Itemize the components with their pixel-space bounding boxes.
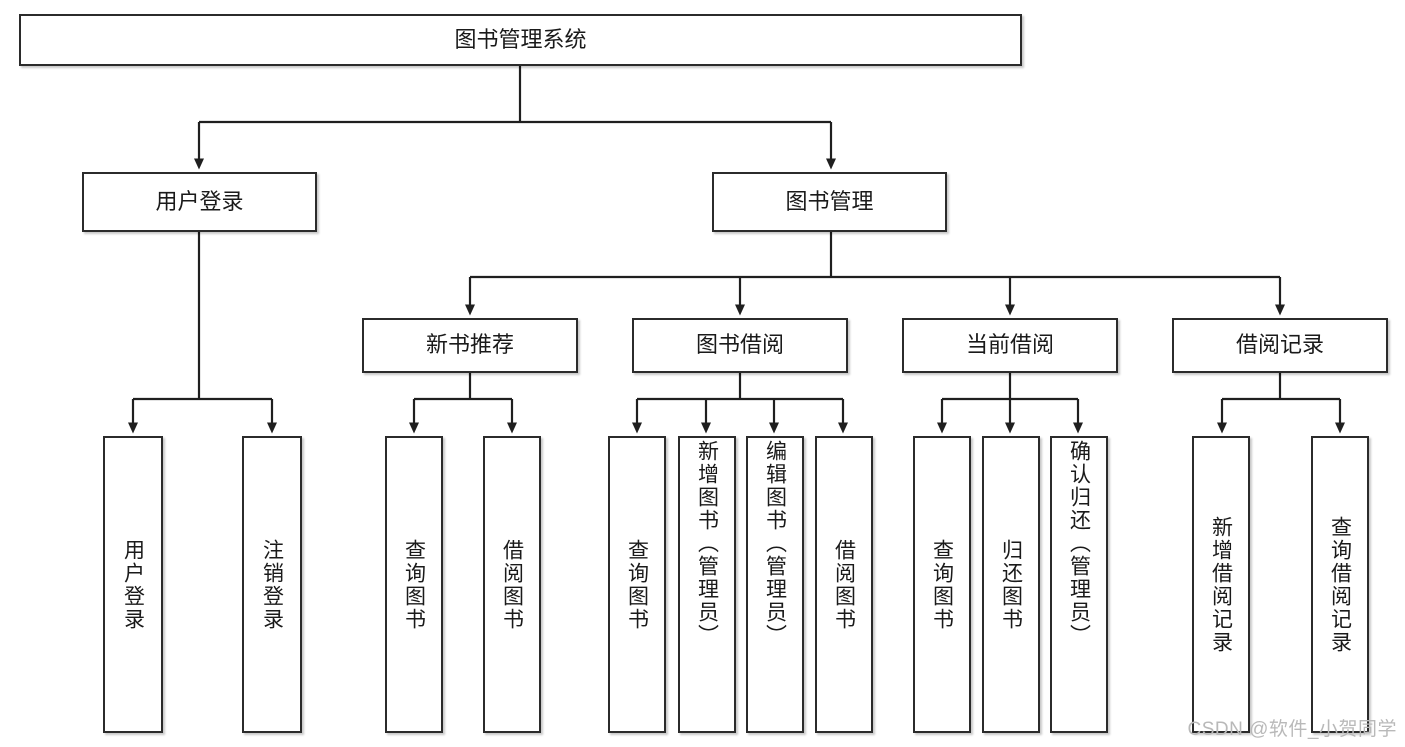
node-label: 查询图书 <box>402 538 426 631</box>
node-leaf-query-books-current[interactable]: 查询图书 <box>913 436 971 733</box>
node-book-management[interactable]: 图书管理 <box>712 172 947 232</box>
node-label: 归还图书 <box>999 538 1023 631</box>
node-label: 借阅图书 <box>832 538 856 631</box>
node-label: 注销登录 <box>260 538 284 631</box>
node-leaf-logout[interactable]: 注销登录 <box>242 436 302 733</box>
node-leaf-query-books-borrowing[interactable]: 查询图书 <box>608 436 666 733</box>
node-label: 查询图书 <box>625 538 649 631</box>
node-label: 查询图书 <box>930 538 954 631</box>
node-label: 编辑图书（管理员） <box>763 440 787 647</box>
node-label: 图书管理系统 <box>454 26 587 52</box>
node-leaf-add-borrow-record[interactable]: 新增借阅记录 <box>1192 436 1250 733</box>
node-new-book-recommendation[interactable]: 新书推荐 <box>362 318 578 373</box>
node-label: 新增借阅记录 <box>1209 515 1233 654</box>
node-leaf-query-books-recommend[interactable]: 查询图书 <box>385 436 443 733</box>
node-label: 图书借阅 <box>695 332 784 358</box>
node-label: 借阅图书 <box>500 538 524 631</box>
node-leaf-user-login[interactable]: 用户登录 <box>103 436 163 733</box>
node-label: 借阅记录 <box>1235 332 1324 358</box>
node-leaf-confirm-return-admin[interactable]: 确认归还（管理员） <box>1050 436 1108 733</box>
node-leaf-return-books[interactable]: 归还图书 <box>982 436 1040 733</box>
node-label: 用户登录 <box>121 538 145 631</box>
node-leaf-borrow-books-recommend[interactable]: 借阅图书 <box>483 436 541 733</box>
node-current-borrowing[interactable]: 当前借阅 <box>902 318 1118 373</box>
node-leaf-borrow-books-borrowing[interactable]: 借阅图书 <box>815 436 873 733</box>
node-label: 新增图书（管理员） <box>695 440 719 647</box>
node-leaf-query-borrow-record[interactable]: 查询借阅记录 <box>1311 436 1369 733</box>
node-borrowing-record[interactable]: 借阅记录 <box>1172 318 1388 373</box>
node-label: 确认归还（管理员） <box>1067 440 1091 647</box>
node-user-login[interactable]: 用户登录 <box>82 172 317 232</box>
watermark-text: CSDN @软件_小贺同学 <box>1187 719 1397 740</box>
node-label: 图书管理 <box>785 188 874 214</box>
node-leaf-add-book-admin[interactable]: 新增图书（管理员） <box>678 436 736 733</box>
node-label: 查询借阅记录 <box>1328 515 1352 654</box>
node-label: 用户登录 <box>155 188 244 214</box>
node-root-book-management-system[interactable]: 图书管理系统 <box>19 14 1022 66</box>
node-book-borrowing[interactable]: 图书借阅 <box>632 318 848 373</box>
node-label: 新书推荐 <box>425 332 514 358</box>
node-label: 当前借阅 <box>965 332 1054 358</box>
node-leaf-edit-book-admin[interactable]: 编辑图书（管理员） <box>746 436 804 733</box>
